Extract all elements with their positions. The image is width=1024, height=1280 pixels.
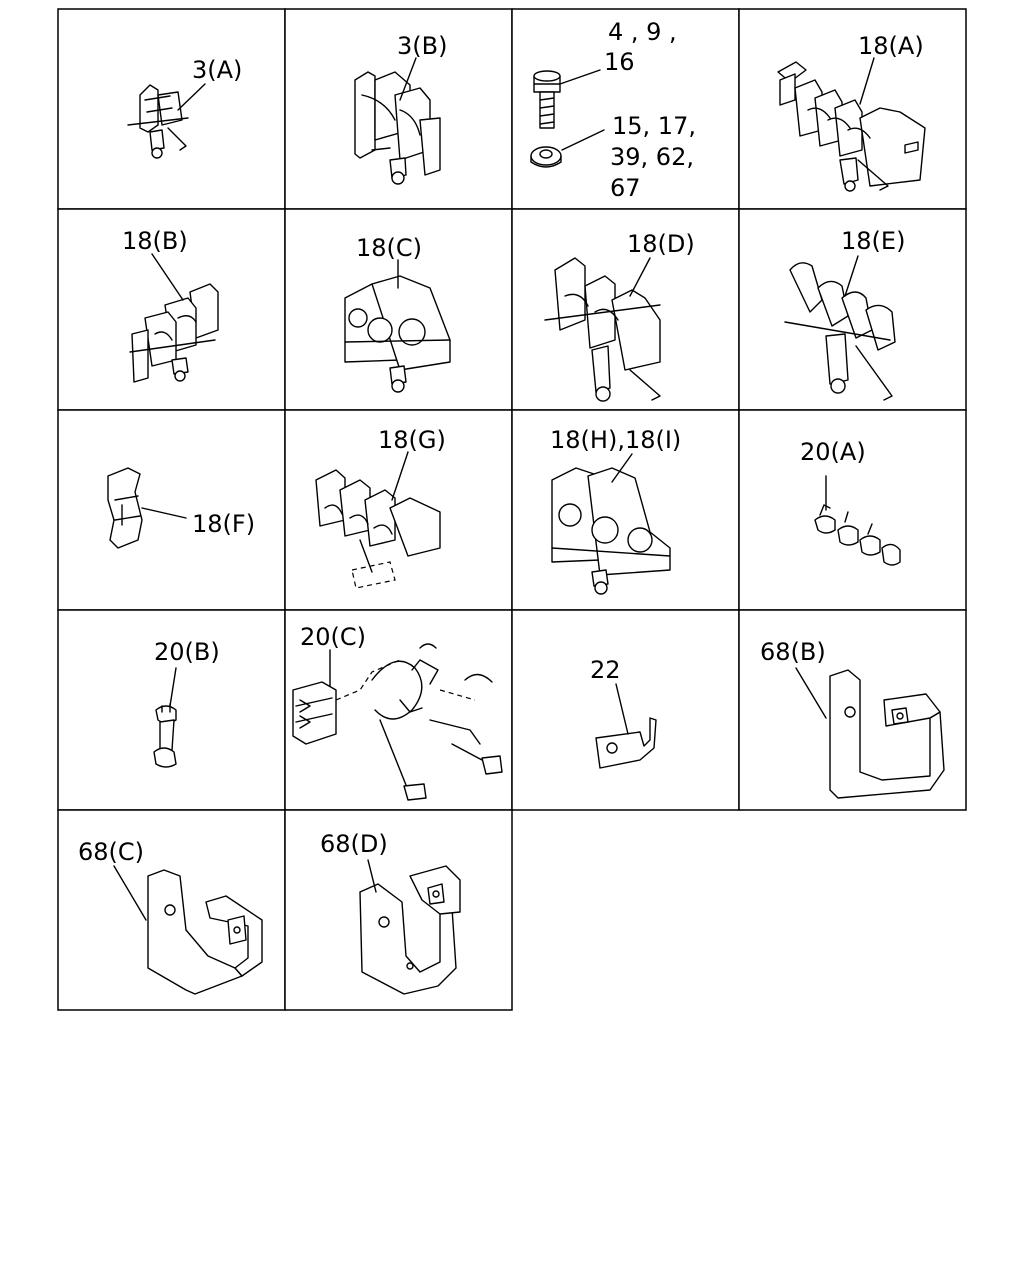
bracket-68b-drawing (829, 669, 945, 799)
part-18hi: 18(H),18(I) (550, 426, 681, 595)
label-18e: 18(E) (841, 227, 905, 255)
clip-18c-drawing (344, 275, 451, 393)
label-18c: 18(C) (356, 234, 422, 262)
part-3b: 3(B) (354, 32, 447, 185)
part-18b: 18(B) (122, 227, 219, 383)
leader-18hi (611, 453, 633, 483)
clip-18b-drawing (129, 283, 219, 383)
clip-20b-drawing (153, 703, 177, 768)
clip-20c-drawing (292, 681, 337, 745)
label-68d: 68(D) (320, 830, 388, 858)
clip-18e-drawing (784, 262, 896, 401)
label-20c: 20(C) (300, 623, 366, 651)
clip-18g-drawing (315, 469, 441, 589)
leader-3a (177, 83, 206, 111)
clip-18f-drawing (107, 467, 143, 549)
clip-18a-drawing (777, 61, 926, 192)
label-3a: 3(A) (192, 56, 242, 84)
leader-68b (795, 667, 827, 719)
clip-20a-drawing (814, 504, 901, 566)
label-washer-line2: 39, 62, (610, 143, 694, 171)
clip-18hi-drawing (551, 467, 671, 595)
part-18a: 18(A) (777, 32, 926, 192)
washer-drawing (530, 146, 562, 168)
part-bolt-washer: 4 , 9 , 16 15, 17, 39, 62, 67 (530, 18, 696, 202)
leader-18e (844, 255, 859, 297)
part-18g: 18(G) (315, 426, 446, 589)
leader-68d (367, 859, 377, 893)
clip-3a-drawing (127, 84, 189, 159)
label-68b: 68(B) (760, 638, 826, 666)
leader-18d (629, 257, 651, 297)
part-22: 22 (590, 656, 657, 769)
label-3b: 3(B) (397, 32, 447, 60)
label-20a: 20(A) (800, 438, 866, 466)
label-68c: 68(C) (78, 838, 144, 866)
part-3a: 3(A) (127, 56, 242, 159)
part-20c: 20(C) (292, 623, 503, 801)
part-20a: 20(A) (800, 438, 901, 566)
part-18e: 18(E) (784, 227, 905, 401)
leader-3b (399, 57, 417, 101)
part-20b: 20(B) (153, 638, 220, 768)
leader-20b (169, 667, 177, 707)
pedal-assembly-drawing (335, 643, 503, 801)
label-18g: 18(G) (378, 426, 446, 454)
label-bolt-line2: 16 (604, 48, 635, 76)
part-18c: 18(C) (344, 234, 451, 393)
leader-washer (561, 129, 605, 151)
part-18f: 18(F) (107, 467, 255, 549)
label-18b: 18(B) (122, 227, 188, 255)
label-18f: 18(F) (192, 510, 255, 538)
leader-18g (391, 451, 409, 501)
part-68b: 68(B) (760, 638, 945, 799)
leader-22 (615, 683, 629, 735)
label-22: 22 (590, 656, 621, 684)
clip-3b-drawing (354, 71, 441, 185)
bracket-68d-drawing (359, 865, 461, 995)
bracket-68c-drawing (147, 869, 263, 995)
leader-18b (151, 253, 184, 301)
bracket-22-drawing (595, 717, 657, 769)
label-washer-line1: 15, 17, (612, 112, 696, 140)
label-washer-line3: 67 (610, 174, 641, 202)
label-18a: 18(A) (858, 32, 924, 60)
leader-68c (113, 865, 147, 921)
bolt-drawing (533, 70, 561, 129)
clip-18d-drawing (544, 257, 661, 402)
label-18hi: 18(H),18(I) (550, 426, 681, 454)
part-68c: 68(C) (78, 838, 263, 995)
leader-18a (859, 57, 875, 105)
part-18d: 18(D) (544, 230, 695, 402)
label-18d: 18(D) (627, 230, 695, 258)
label-bolt-line1: 4 , 9 , (608, 18, 677, 46)
leader-bolt (559, 69, 601, 85)
label-20b: 20(B) (154, 638, 220, 666)
leader-18f (141, 507, 187, 519)
part-68d: 68(D) (320, 830, 461, 995)
